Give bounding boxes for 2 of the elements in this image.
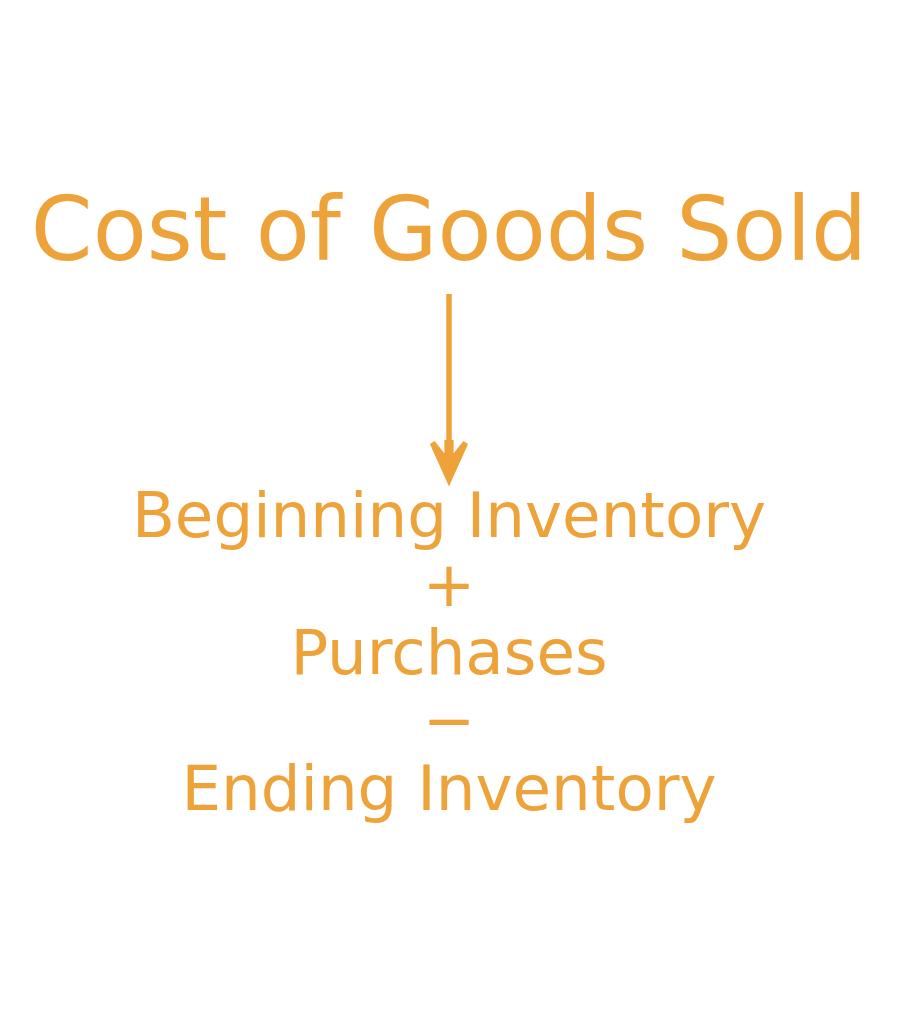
node-text: Beginning Inventory + Purchases − Ending Inventory [131, 478, 767, 825]
node-text: Cost of Goods Sold [30, 177, 868, 281]
